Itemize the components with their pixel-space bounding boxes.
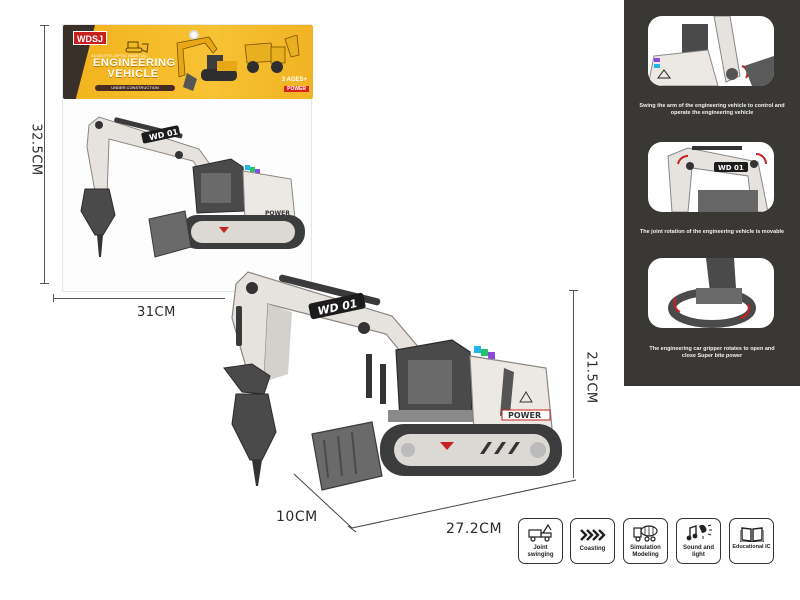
badge-label: Simulation Modeling [630,545,661,558]
gripper-image [668,258,756,328]
book-icon [739,527,764,542]
hang-hole [189,30,199,40]
mixer-truck-icon [632,525,658,542]
features-panel: Swing the arm of the engineering vehicle… [624,0,800,386]
package-height-label: 32.5CM [28,123,44,176]
package-header-card: WDSJ ACOUSTO-OPTIC INERTIAL ENGINEERING … [63,25,313,99]
badge-joint-swinging: Joint swinging [518,518,563,564]
feature-card-joint-rotation: WD 01 [648,142,774,212]
header-dump-truck-image [244,35,300,73]
badge-label: Coasting [579,546,606,552]
power-badge: POWER [284,86,309,92]
joint-rotation-image: WD 01 [667,146,769,212]
badge-educational-ic: Educational IC [729,518,774,564]
package-width-tick-left [53,294,54,302]
vehicle-depth-length-lines [293,473,577,533]
package-tagline: UNDER CONSTRUCTION [95,85,175,91]
package-height-tick-bottom [40,283,49,284]
package-excavator-image: WD 01 POWER [80,116,305,258]
package-subtitle: ACOUSTO-OPTIC INERTIAL [91,53,148,58]
package-width-label: 31CM [137,305,176,320]
tow-truck-icon [527,524,552,542]
package-height-tick-top [40,25,49,26]
svg-text:POWER: POWER [265,210,290,217]
bulldozer-icon [125,41,149,53]
header-excavator-image [176,36,237,91]
svg-text:POWER: POWER [508,411,541,420]
feature-caption-joint-rotation: The joint rotation of the engineering ve… [639,229,785,235]
feature-caption-gripper: The engineering car gripper rotates to o… [649,346,775,359]
feature-caption-arm-swing: Swing the arm of the engineering vehicle… [639,103,785,116]
vehicle-length-label: 27.2CM [446,521,503,537]
vehicle-height-label: 21.5CM [583,351,599,404]
badge-coasting: Coasting [570,518,615,564]
feature-card-arm-swing [648,16,774,86]
vehicle-height-line [573,290,574,478]
age-label: 3 AGES+ [281,77,307,83]
package-width-line [53,298,225,299]
badge-label: Joint swinging [527,545,554,558]
feature-card-gripper [648,258,774,328]
music-light-icon [686,524,712,541]
main-excavator-image: WD 01 POWER [223,271,562,491]
vehicle-depth-label: 10CM [276,509,318,525]
package-height-line [44,25,45,283]
badge-label: Sound and light [683,545,714,558]
brand-logo: WDSJ [73,31,107,45]
badge-label: Educational IC [732,544,771,550]
svg-text:WD 01: WD 01 [718,164,744,172]
product-package: WDSJ ACOUSTO-OPTIC INERTIAL ENGINEERING … [62,24,313,292]
arm-swing-image [648,16,774,86]
package-title: ENGINEERING VEHICLE [93,57,176,80]
badge-simulation-modeling: Simulation Modeling [623,518,668,564]
badge-sound-light: Sound and light [676,518,721,564]
chevrons-icon [579,529,606,541]
vehicle-height-tick-top [569,290,578,291]
